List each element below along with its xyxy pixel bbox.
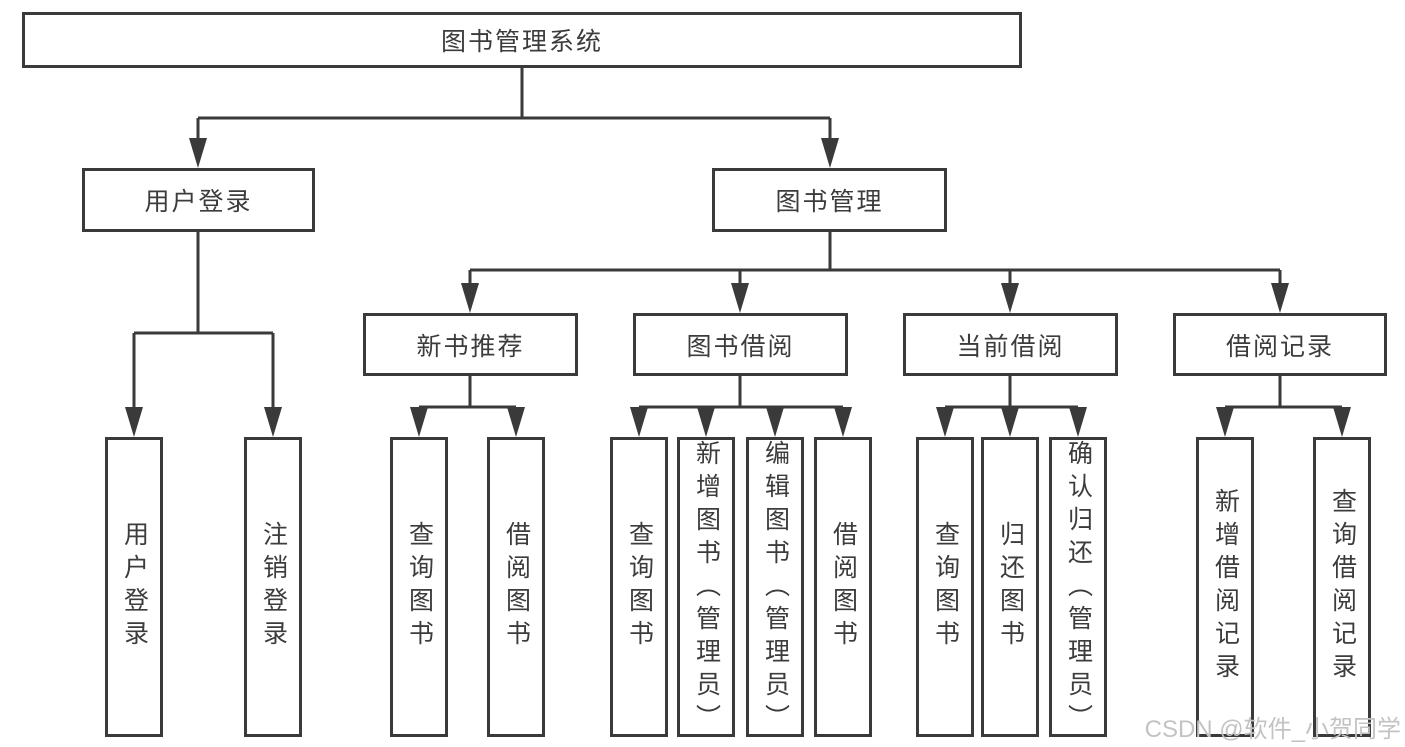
node-user-login-label: 用户登录 <box>144 188 253 216</box>
leaf-recommend-query-books-label: 查询图书 <box>405 521 434 653</box>
connector-borrow-to-leaves <box>630 376 852 437</box>
leaf-recommend-borrow-books-label: 借阅图书 <box>502 521 531 653</box>
leaf-records-add-record-label: 新增借阅记录 <box>1211 488 1240 686</box>
node-book-borrow-label: 图书借阅 <box>686 332 795 361</box>
connector-current-to-leaves <box>936 376 1087 437</box>
leaf-logout: 注销登录 <box>244 437 302 737</box>
leaf-current-confirm-return-admin-label: 确认归还（管理员） <box>1064 440 1093 737</box>
node-user-login: 用户登录 <box>82 168 315 232</box>
node-book-borrow: 图书借阅 <box>633 313 848 376</box>
node-borrow-records-label: 借阅记录 <box>1225 332 1334 361</box>
leaf-borrow-query-books-label: 查询图书 <box>625 521 654 653</box>
leaf-current-query-books-label: 查询图书 <box>931 521 960 653</box>
node-borrow-records: 借阅记录 <box>1173 313 1387 376</box>
node-root-label: 图书管理系统 <box>440 28 603 56</box>
leaf-current-query-books: 查询图书 <box>916 437 974 737</box>
leaf-borrow-borrow-books-label: 借阅图书 <box>829 521 858 653</box>
leaf-current-confirm-return-admin: 确认归还（管理员） <box>1049 437 1107 737</box>
leaf-recommend-query-books: 查询图书 <box>390 437 448 737</box>
node-new-book-recommend-label: 新书推荐 <box>416 332 525 361</box>
node-root: 图书管理系统 <box>22 12 1022 68</box>
leaf-borrow-add-books-admin: 新增图书（管理员） <box>677 437 735 737</box>
node-new-book-recommend: 新书推荐 <box>363 313 578 376</box>
node-current-borrow-label: 当前借阅 <box>956 332 1065 361</box>
watermark-text: CSDN @软件_小贺同学 <box>1144 716 1401 743</box>
connector-management-to-level3 <box>461 232 1289 313</box>
leaf-borrow-edit-books-admin: 编辑图书（管理员） <box>746 437 804 737</box>
leaf-recommend-borrow-books: 借阅图书 <box>487 437 545 737</box>
leaf-borrow-query-books: 查询图书 <box>610 437 668 737</box>
connector-root-to-level2 <box>189 68 839 168</box>
node-book-management: 图书管理 <box>712 168 947 232</box>
node-current-borrow: 当前借阅 <box>903 313 1118 376</box>
connector-recommend-to-leaves <box>410 376 525 437</box>
leaf-records-query-record-label: 查询借阅记录 <box>1328 488 1357 686</box>
leaf-user-login: 用户登录 <box>105 437 163 737</box>
leaf-borrow-borrow-books: 借阅图书 <box>814 437 872 737</box>
leaf-current-return-books-label: 归还图书 <box>996 521 1025 653</box>
connector-records-to-leaves <box>1216 376 1351 437</box>
leaf-records-add-record: 新增借阅记录 <box>1196 437 1254 737</box>
leaf-borrow-add-books-admin-label: 新增图书（管理员） <box>692 440 721 737</box>
leaf-current-return-books: 归还图书 <box>981 437 1039 737</box>
leaf-logout-label: 注销登录 <box>259 521 288 653</box>
node-book-management-label: 图书管理 <box>775 188 884 216</box>
leaf-records-query-record: 查询借阅记录 <box>1313 437 1371 737</box>
connector-login-to-leaves <box>125 232 282 437</box>
leaf-user-login-label: 用户登录 <box>120 521 149 653</box>
leaf-borrow-edit-books-admin-label: 编辑图书（管理员） <box>761 440 790 737</box>
